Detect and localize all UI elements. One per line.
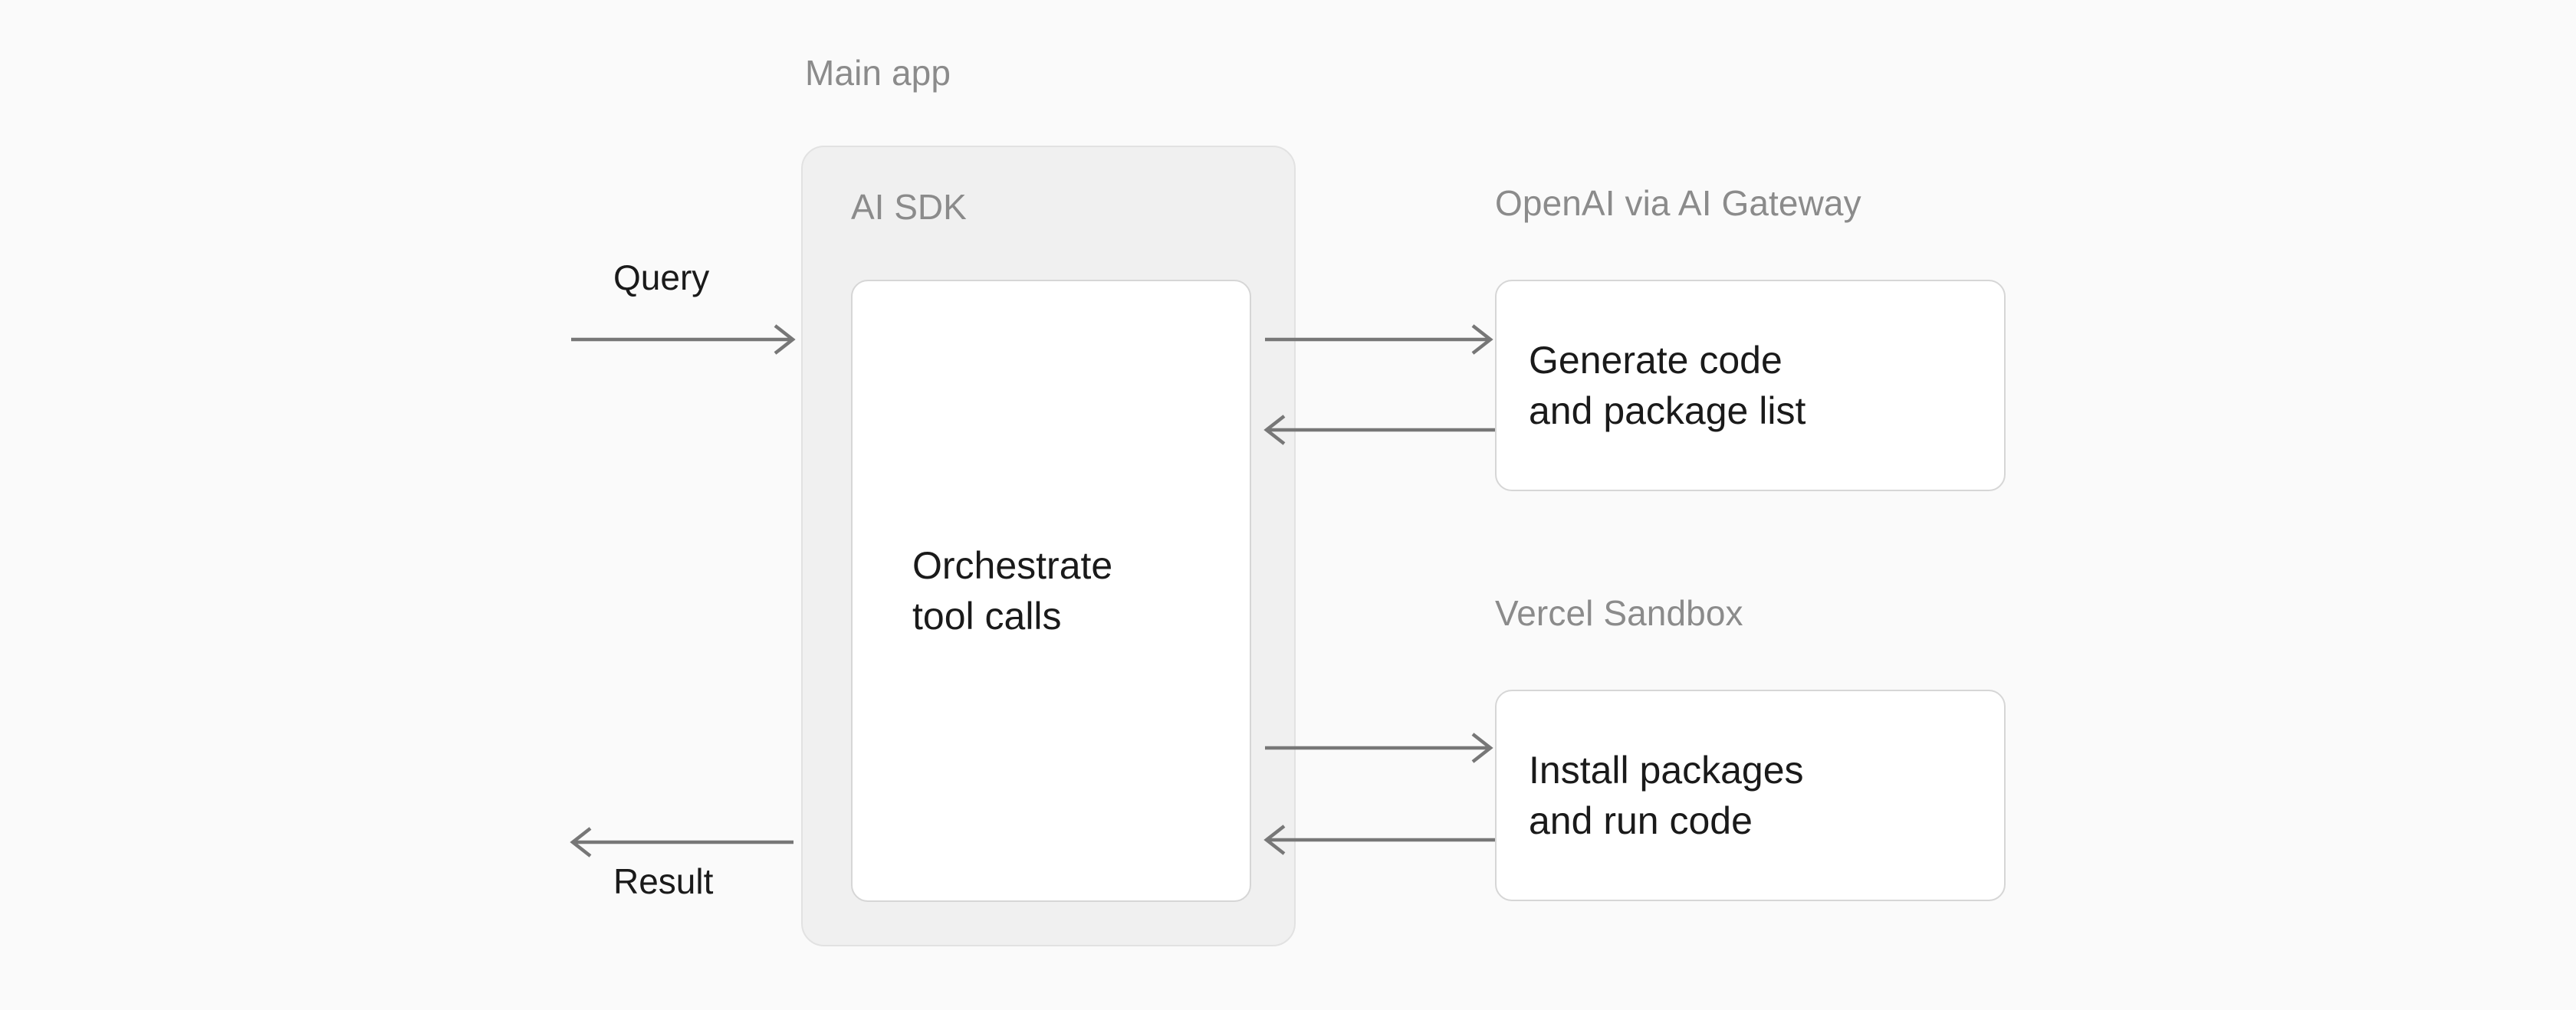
node-orchestrate-tool-calls-label: Orchestrate tool calls — [912, 544, 1113, 638]
arrow-openai-to-main-app — [1263, 415, 1495, 445]
node-orchestrate-tool-calls[interactable]: Orchestrate tool calls — [851, 280, 1251, 902]
arrow-result-out — [570, 827, 794, 858]
node-generate-code-and-package-list[interactable]: Generate code and package list — [1495, 280, 2006, 491]
arrow-label-result: Result — [613, 861, 714, 901]
arrow-query-in — [571, 324, 796, 355]
node-install-packages-and-run-code-label: Install packages and run code — [1529, 749, 1804, 842]
node-generate-code-and-package-list-label: Generate code and package list — [1529, 339, 1806, 432]
arrow-sandbox-to-main-app — [1263, 825, 1495, 855]
group-label-openai-via-ai-gateway: OpenAI via AI Gateway — [1495, 183, 1861, 223]
group-label-vercel-sandbox: Vercel Sandbox — [1495, 593, 1743, 633]
group-label-main-app: Main app — [805, 53, 951, 93]
arrow-main-app-to-sandbox — [1265, 733, 1493, 763]
node-install-packages-and-run-code[interactable]: Install packages and run code — [1495, 690, 2006, 901]
arrow-main-app-to-openai — [1265, 324, 1493, 355]
arrow-label-query: Query — [613, 257, 710, 297]
group-label-ai-sdk: AI SDK — [851, 187, 967, 227]
